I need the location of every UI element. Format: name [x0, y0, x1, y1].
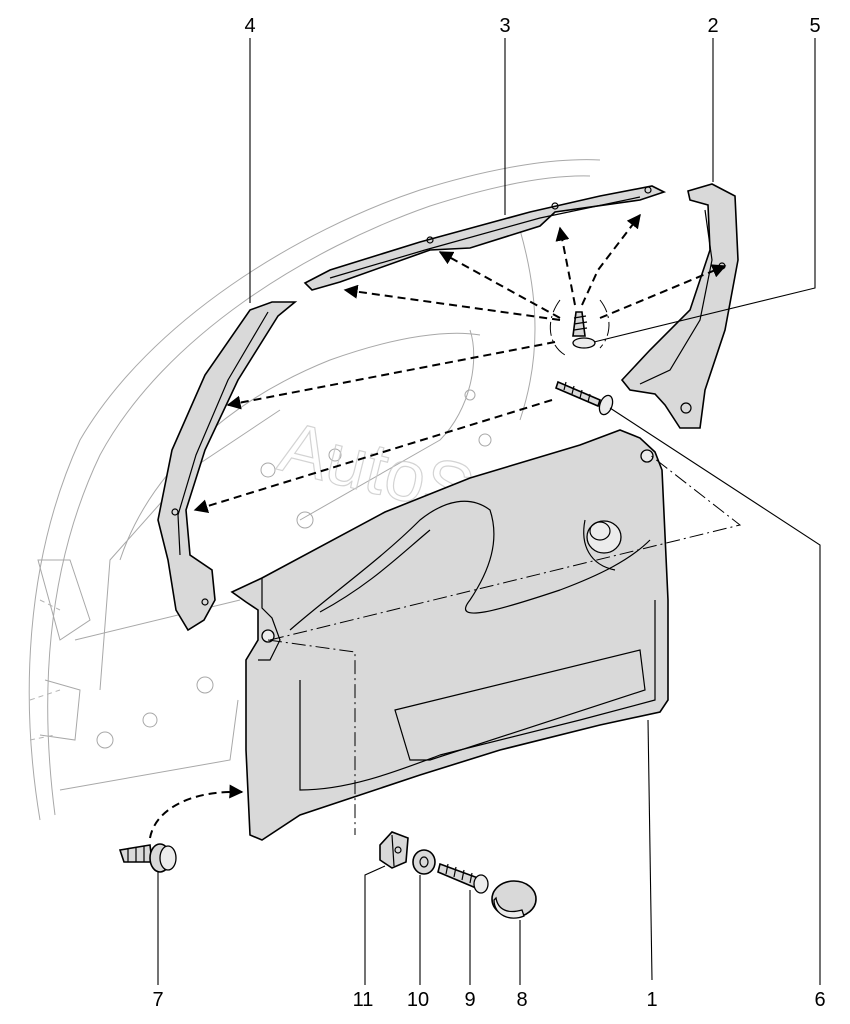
part-5-screw — [572, 311, 596, 349]
part-9-screw — [437, 862, 489, 894]
alignment-lines — [267, 454, 742, 835]
callout-3: 3 — [499, 15, 510, 37]
leader-lines — [157, 38, 821, 985]
part-6-long-screw — [555, 380, 614, 416]
part-11-clip-nut — [379, 831, 409, 869]
callout-4: 4 — [244, 15, 255, 37]
part-10-washer — [412, 849, 436, 875]
callout-labels: 4 3 2 5 6 1 8 9 10 11 7 — [152, 15, 825, 1011]
part-3-upper-moulding — [303, 185, 667, 291]
part-8-cap — [491, 880, 537, 919]
callout-9: 9 — [464, 989, 475, 1011]
callout-11: 11 — [353, 989, 374, 1011]
part-2-right-pillar-trim — [620, 183, 739, 429]
callout-5: 5 — [809, 15, 820, 37]
callout-1: 1 — [646, 989, 657, 1011]
callout-6: 6 — [814, 989, 825, 1011]
assembly-arrows — [149, 213, 727, 839]
callout-7: 7 — [152, 989, 163, 1011]
door-frame-outline — [28, 159, 601, 821]
part-1-door-trim-panel — [230, 429, 669, 841]
part-4-left-pillar-trim — [157, 301, 298, 632]
callout-8: 8 — [516, 989, 527, 1011]
callout-2: 2 — [707, 15, 718, 37]
part-7-trim-clip — [118, 843, 177, 873]
callout-10: 10 — [407, 989, 429, 1011]
